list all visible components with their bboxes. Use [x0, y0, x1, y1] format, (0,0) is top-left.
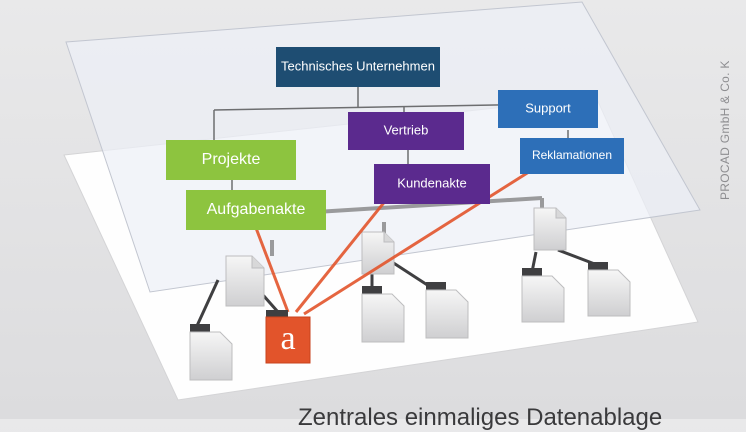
caption-text: Zentrales einmaliges Datenablage: [298, 404, 663, 431]
document-icon: [361, 286, 405, 343]
node-label: Kundenakte: [397, 175, 466, 190]
document-icon: [533, 207, 567, 251]
diagram-canvas: a Technisches Unternehmen Projekte Aufga…: [63, 1, 701, 401]
archive-icon: a: [265, 310, 311, 364]
node-label: Aufgabenakte: [207, 201, 306, 218]
document-connectors: [270, 196, 544, 256]
node-label: Reklamationen: [532, 148, 612, 162]
node-support: Support: [498, 90, 598, 128]
node-label: Vertrieb: [384, 122, 429, 137]
document-icon: [587, 262, 631, 317]
copyright-watermark: PROCAD GmbH & Co. K: [718, 60, 732, 200]
document-icon: [189, 324, 233, 381]
document-icon: [425, 282, 469, 339]
node-technisches-unternehmen: Technisches Unternehmen: [276, 47, 440, 87]
node-label: Projekte: [202, 151, 261, 168]
node-projekte: Projekte: [166, 140, 296, 180]
node-vertrieb: Vertrieb: [348, 112, 464, 150]
node-label: Technisches Unternehmen: [281, 58, 435, 73]
reference-links: [254, 168, 533, 316]
node-kundenakte: Kundenakte: [374, 164, 490, 204]
archive-icon-letter: a: [280, 320, 295, 357]
node-reklamationen: Reklamationen: [520, 138, 624, 174]
document-icon: [521, 268, 565, 323]
node-label: Support: [525, 100, 571, 115]
document-icon: [225, 255, 265, 307]
node-aufgabenakte: Aufgabenakte: [186, 190, 326, 230]
